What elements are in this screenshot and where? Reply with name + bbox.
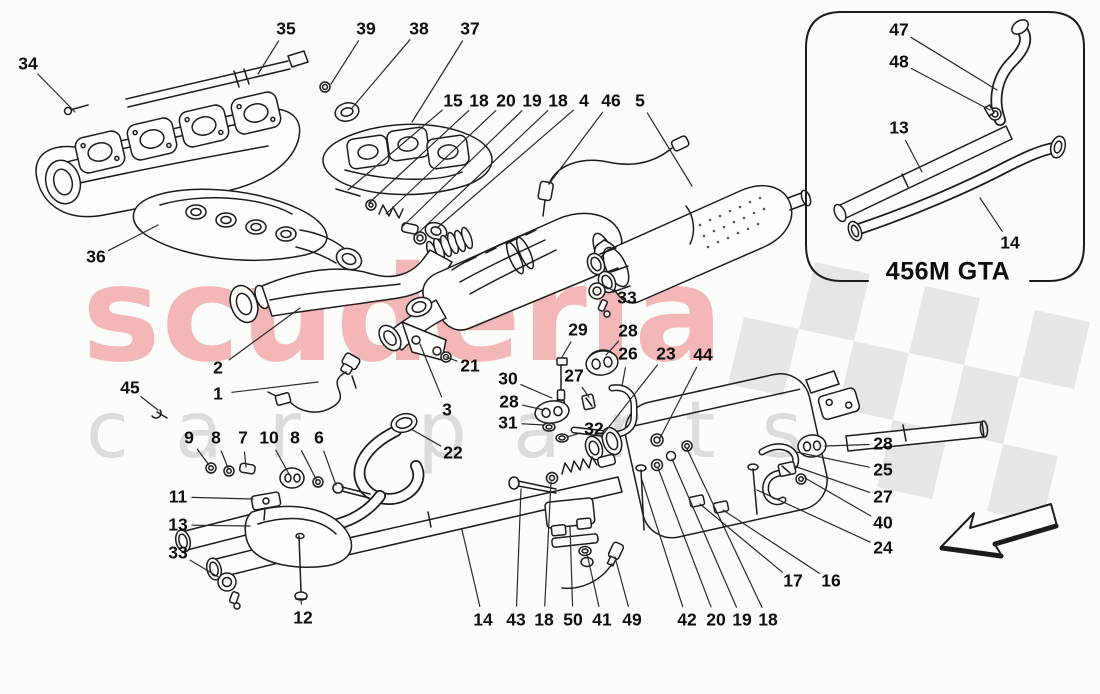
leader-line [436,109,575,229]
pre-silencer-drawing [151,184,812,419]
leader-line [515,488,522,607]
perforation-dots [698,196,766,249]
leader-line [107,224,159,252]
bracket-11-drawing [250,491,282,511]
leader-line [581,386,590,398]
leader-line [569,525,574,607]
leader-line [368,109,470,204]
variant-label: 456M GTA [885,257,1011,286]
leader-line [795,451,870,468]
leader-line [415,110,549,236]
leader-line [347,109,443,191]
clamp-33-lower-drawing [217,572,241,610]
leader-line [979,197,1003,232]
exhaust-manifold-lower-drawing [132,188,363,271]
leader-line [300,449,317,480]
leader-line [586,553,600,607]
leader-line [646,112,693,187]
leader-line [330,40,360,85]
leader-line [904,139,923,173]
leader-line [191,496,254,500]
valve-sensor-drawing [606,541,625,567]
leader-line [804,477,872,517]
leader-line [566,432,582,438]
leader-line [228,307,301,361]
leader-line [621,367,627,387]
leader-line [522,404,545,411]
leader-line [602,284,616,292]
tailpipes-drawing [174,462,371,610]
leader-line [521,423,545,426]
center-mounts-drawing [534,349,638,443]
leader-line [910,67,991,111]
leader-line [410,428,442,447]
leader-line [220,450,229,469]
right-hangers-drawing [747,434,827,515]
leader-line [600,364,658,438]
curved-pipe-drawing [332,412,425,530]
leader-line [275,449,290,475]
leader-line [657,467,712,608]
leader-line [520,383,553,399]
leader-line [140,396,159,411]
leader-line [699,503,783,573]
muffler-inlet-assembly-drawing [508,426,693,590]
leader-line [548,111,604,185]
leader-line [605,340,620,356]
leader-line [461,529,481,607]
leader-line [191,524,251,527]
leader-line [561,341,572,358]
left-arrow-icon [939,503,1059,559]
leader-line [756,489,871,543]
leader-line [824,443,870,447]
leader-line [419,343,443,398]
lambda-sensor-front-drawing [267,352,361,413]
leader-line [196,448,210,466]
rear-silencer-drawing [624,370,861,539]
leader-line [323,450,337,486]
flex-bellows-drawing [425,226,474,264]
leader-line [385,109,497,215]
leader-line [686,448,763,608]
leader-line [351,39,411,109]
leader-line [544,481,552,607]
leader-line [910,36,998,91]
leader-line [671,458,738,608]
leader-line [722,509,820,574]
leader-line [659,366,698,439]
leader-line [231,381,319,393]
clip-45-drawing [151,409,168,419]
leader-line [445,356,458,362]
variant-inset-box [805,11,1085,282]
front-pipe-drawing [229,249,453,324]
leader-line [793,465,871,493]
bypass-valve-drawing [544,497,596,537]
leader-line [257,40,280,75]
leader-line [641,479,684,608]
leader-line [37,73,76,113]
leader-line [614,556,629,608]
lambda-sensor-rear-drawing [537,135,690,217]
leader-line [411,40,464,123]
leader-lines [37,36,1003,608]
leader-line [402,110,523,227]
clamp-33-drawing [588,282,611,318]
exhaust-manifold-left-drawing [35,50,309,218]
leader-line [243,451,247,468]
leader-line [189,559,221,579]
exhaust-manifold-right-drawing [319,81,493,264]
